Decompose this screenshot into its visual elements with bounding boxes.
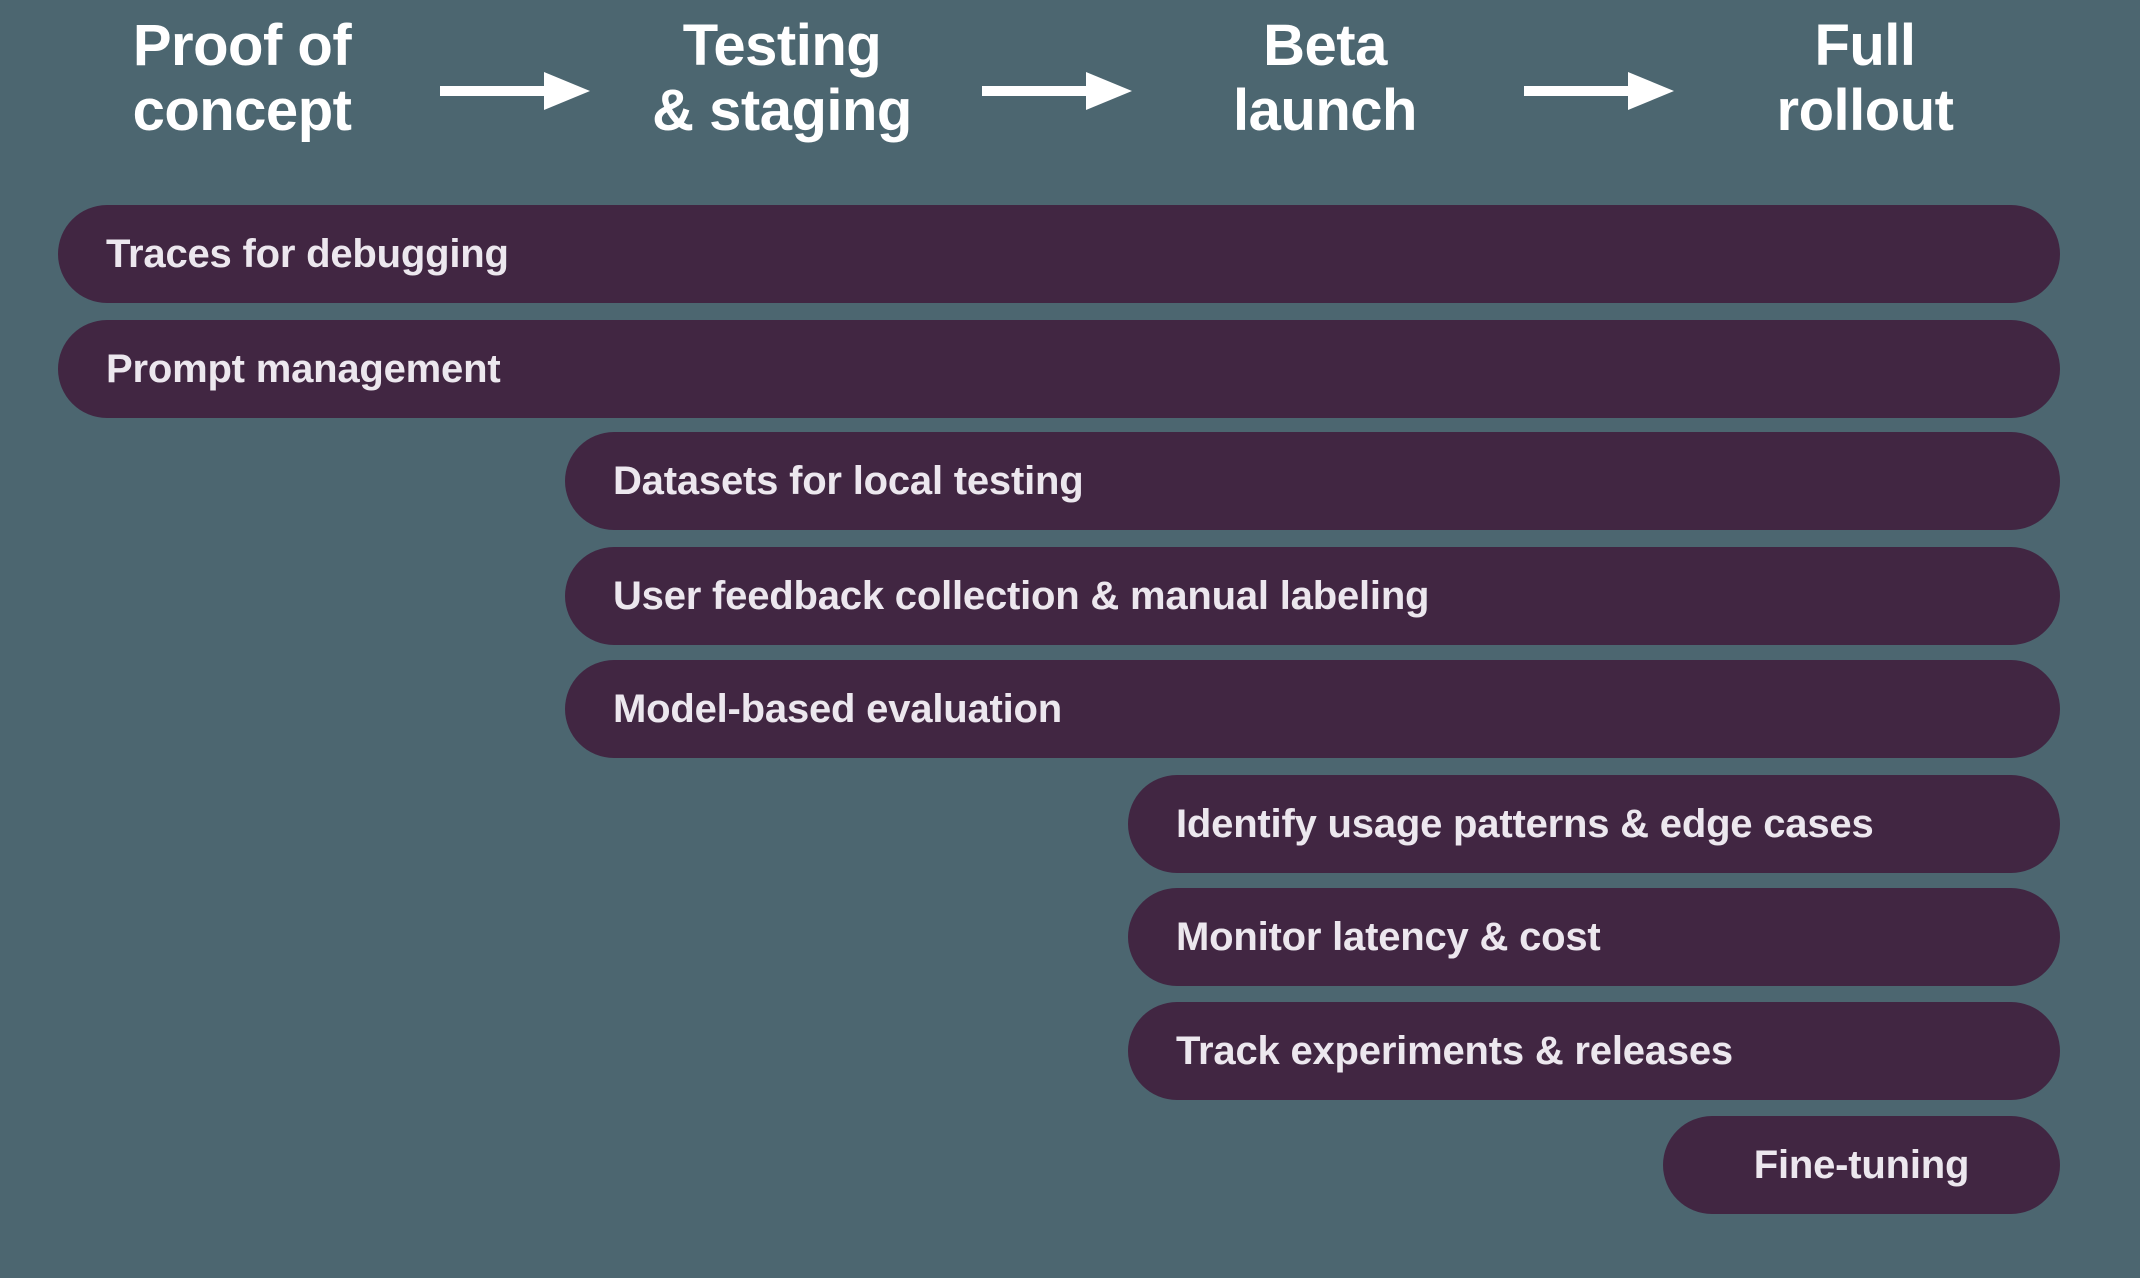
capability-bar-label: Monitor latency & cost [1176,914,1601,959]
stage-label-proof-of-concept: Proof of concept [132,13,352,143]
stage-label-beta-launch: Beta launch [1233,13,1417,143]
arrow-right-icon [440,68,590,114]
arrow-right-icon [982,68,1132,114]
capability-bar[interactable]: User feedback collection & manual labeli… [565,547,2060,645]
capability-bar[interactable]: Traces for debugging [58,205,2060,303]
capability-bar[interactable]: Prompt management [58,320,2060,418]
capability-bar-label: Track experiments & releases [1176,1028,1733,1073]
capability-bar[interactable]: Identify usage patterns & edge cases [1128,775,2060,873]
capability-bar-label: Prompt management [106,346,501,391]
stage-label-full-rollout: Full rollout [1776,13,1954,143]
capability-bar[interactable]: Model-based evaluation [565,660,2060,758]
arrow-right-icon [1524,68,1674,114]
capability-bar[interactable]: Fine-tuning [1663,1116,2060,1214]
capability-bar-label: Traces for debugging [106,231,509,276]
capability-bar-label: Identify usage patterns & edge cases [1176,801,1874,846]
capability-bar[interactable]: Monitor latency & cost [1128,888,2060,986]
capability-bar-label: Model-based evaluation [613,686,1063,731]
stage-label-testing-and-staging: Testing & staging [652,13,912,143]
capability-bar-label: Datasets for local testing [613,458,1084,503]
capability-bar[interactable]: Datasets for local testing [565,432,2060,530]
capability-bar-label: Fine-tuning [1753,1142,1970,1187]
capability-bar-label: User feedback collection & manual labeli… [613,573,1430,618]
stage-header-row: Proof of concept Testing & staging Beta … [0,0,2140,185]
capability-bar[interactable]: Track experiments & releases [1128,1002,2060,1100]
